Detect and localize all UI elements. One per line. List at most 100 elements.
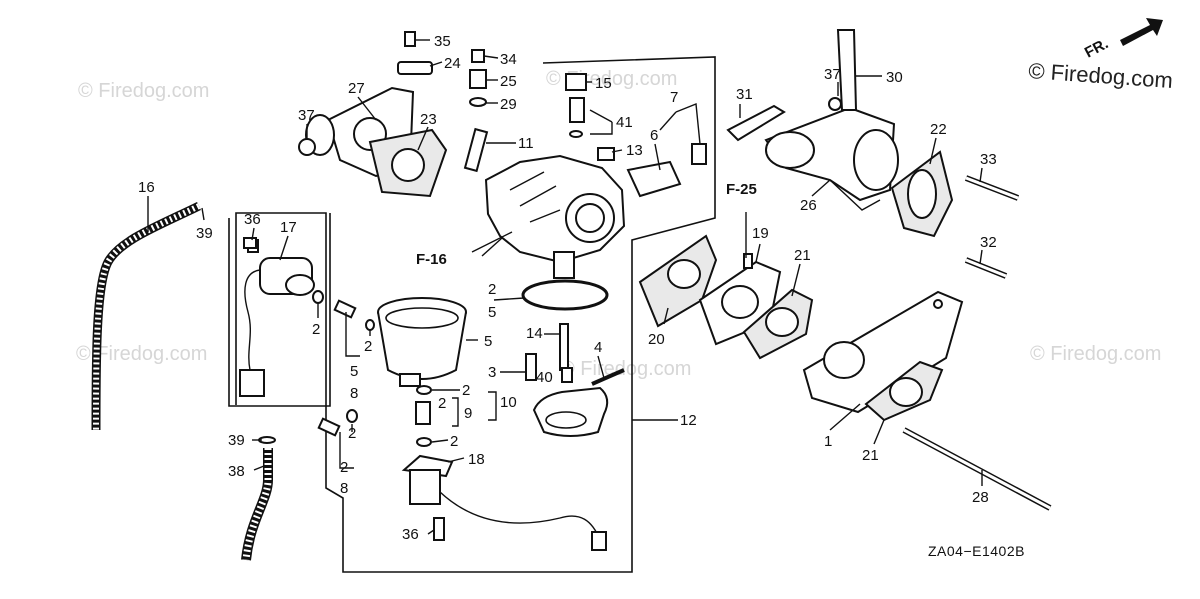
pilot-jet-41: [569, 97, 585, 123]
label-36-lower: 36: [402, 526, 419, 543]
drain-screw-lower: [317, 417, 341, 437]
label-24: 24: [444, 55, 461, 72]
label-13: 13: [626, 142, 643, 159]
screw-13: [597, 147, 615, 161]
diagram-code: ZA04−E1402B: [928, 543, 1025, 559]
label-38: 38: [228, 463, 245, 480]
label-21-lower: 21: [862, 447, 879, 464]
label-37-left: 37: [298, 107, 315, 124]
fuel-hose-16: [91, 201, 201, 431]
label-16: 16: [138, 179, 155, 196]
label-14: 14: [526, 325, 543, 342]
cutoff-solenoid-bracket: [228, 213, 331, 407]
label-20: 20: [648, 331, 665, 348]
float-chamber-o-ring: [521, 279, 609, 311]
label-1: 1: [824, 433, 832, 450]
drain-bolt-9: [415, 401, 431, 425]
screw-36-upper: [243, 237, 257, 249]
float-chamber-5: [377, 297, 467, 387]
label-26: 26: [800, 197, 817, 214]
label-37-right: 37: [824, 66, 841, 83]
part-number-labels: 35 24 34 25 29 27 23 37 15 41 7 6 11 13 …: [138, 33, 997, 543]
label-7: 7: [670, 89, 678, 106]
washer-29: [469, 97, 487, 107]
label-29: 29: [500, 96, 517, 113]
leader-lines: [147, 39, 983, 535]
gasket-21-lower: [864, 360, 944, 422]
label-36-upper: 36: [244, 211, 261, 228]
watermark-top-left: © Firedog.com: [78, 80, 209, 102]
drain-screw-5-8: [333, 299, 357, 319]
label-2-bolt-upper: 2: [462, 382, 470, 399]
screw-34: [471, 49, 485, 63]
label-30: 30: [886, 69, 903, 86]
label-2-solenoid: 2: [312, 321, 320, 338]
carburetor-assembly-bracket-12: [235, 56, 716, 573]
label-2-upper-screw: 2: [364, 338, 372, 355]
screw-36-lower: [433, 517, 445, 541]
front-direction-label: FR.: [1082, 35, 1111, 61]
washer-2c: [346, 409, 358, 423]
label-2-lower-screw: 2: [348, 425, 356, 442]
label-9: 9: [464, 405, 472, 422]
watermark-mid-right: © Firedog.com: [1030, 343, 1161, 365]
label-11: 11: [518, 135, 534, 152]
throttle-stop-screw-6: [626, 160, 682, 198]
label-25: 25: [500, 73, 517, 90]
label-2-bolt-lower: 2: [450, 433, 458, 450]
ref-f16: F-16: [416, 251, 447, 268]
label-6: 6: [650, 127, 658, 144]
watermark-mid-center: © Firedog.com: [560, 358, 691, 380]
washer-2-lower: [416, 437, 432, 447]
nut-37-left: [298, 138, 316, 156]
carburetor-body: [484, 154, 626, 279]
label-35: 35: [434, 33, 451, 50]
label-23: 23: [420, 111, 437, 128]
label-10: 10: [500, 394, 517, 411]
gasket-23: [368, 128, 448, 198]
label-34: 34: [500, 51, 517, 68]
label-8-lower: 8: [340, 480, 348, 497]
label-2-bolt-mid: 2: [438, 395, 446, 412]
float: [532, 386, 609, 437]
label-19: 19: [752, 225, 769, 242]
label-28: 28: [972, 489, 989, 506]
cutoff-solenoid-18: [401, 454, 607, 551]
front-direction-arrow: FR.: [1082, 18, 1163, 62]
label-4: 4: [594, 339, 602, 356]
manifold-gasket-22: [890, 150, 954, 238]
fuel-cutoff-solenoid-17: [239, 239, 324, 397]
label-39-lower: 39: [228, 432, 245, 449]
float-pin-4: [591, 368, 625, 386]
choke-rod-11: [463, 127, 489, 173]
label-2-o-ring: 2: [488, 281, 496, 298]
label-5-upper: 5: [350, 363, 358, 380]
main-nozzle-14: [559, 323, 569, 371]
label-27: 27: [348, 80, 365, 97]
intake-manifold-26: [764, 106, 899, 211]
label-31: 31: [736, 86, 753, 103]
label-5-o-ring: 5: [488, 304, 496, 321]
label-39-upper: 39: [196, 225, 213, 242]
label-41: 41: [616, 114, 633, 131]
vent-screw-15: [565, 73, 587, 91]
link-31: [726, 104, 786, 142]
washer-2-upper: [416, 385, 432, 395]
washer-2a: [365, 319, 375, 331]
label-22: 22: [930, 121, 947, 138]
label-15: 15: [595, 75, 612, 92]
o-ring-41: [569, 130, 583, 138]
label-17: 17: [280, 219, 297, 236]
float-valve-3: [525, 353, 537, 381]
label-12: 12: [680, 412, 697, 429]
label-40: 40: [536, 369, 553, 386]
gasket-21-upper: [742, 288, 814, 360]
label-5-chamber: 5: [484, 333, 492, 350]
label-33: 33: [980, 151, 997, 168]
collar-25: [469, 69, 487, 89]
bracket-24: [397, 61, 433, 75]
label-21-upper: 21: [794, 247, 811, 264]
label-32: 32: [980, 234, 997, 251]
breather-tube-30: [836, 29, 858, 111]
